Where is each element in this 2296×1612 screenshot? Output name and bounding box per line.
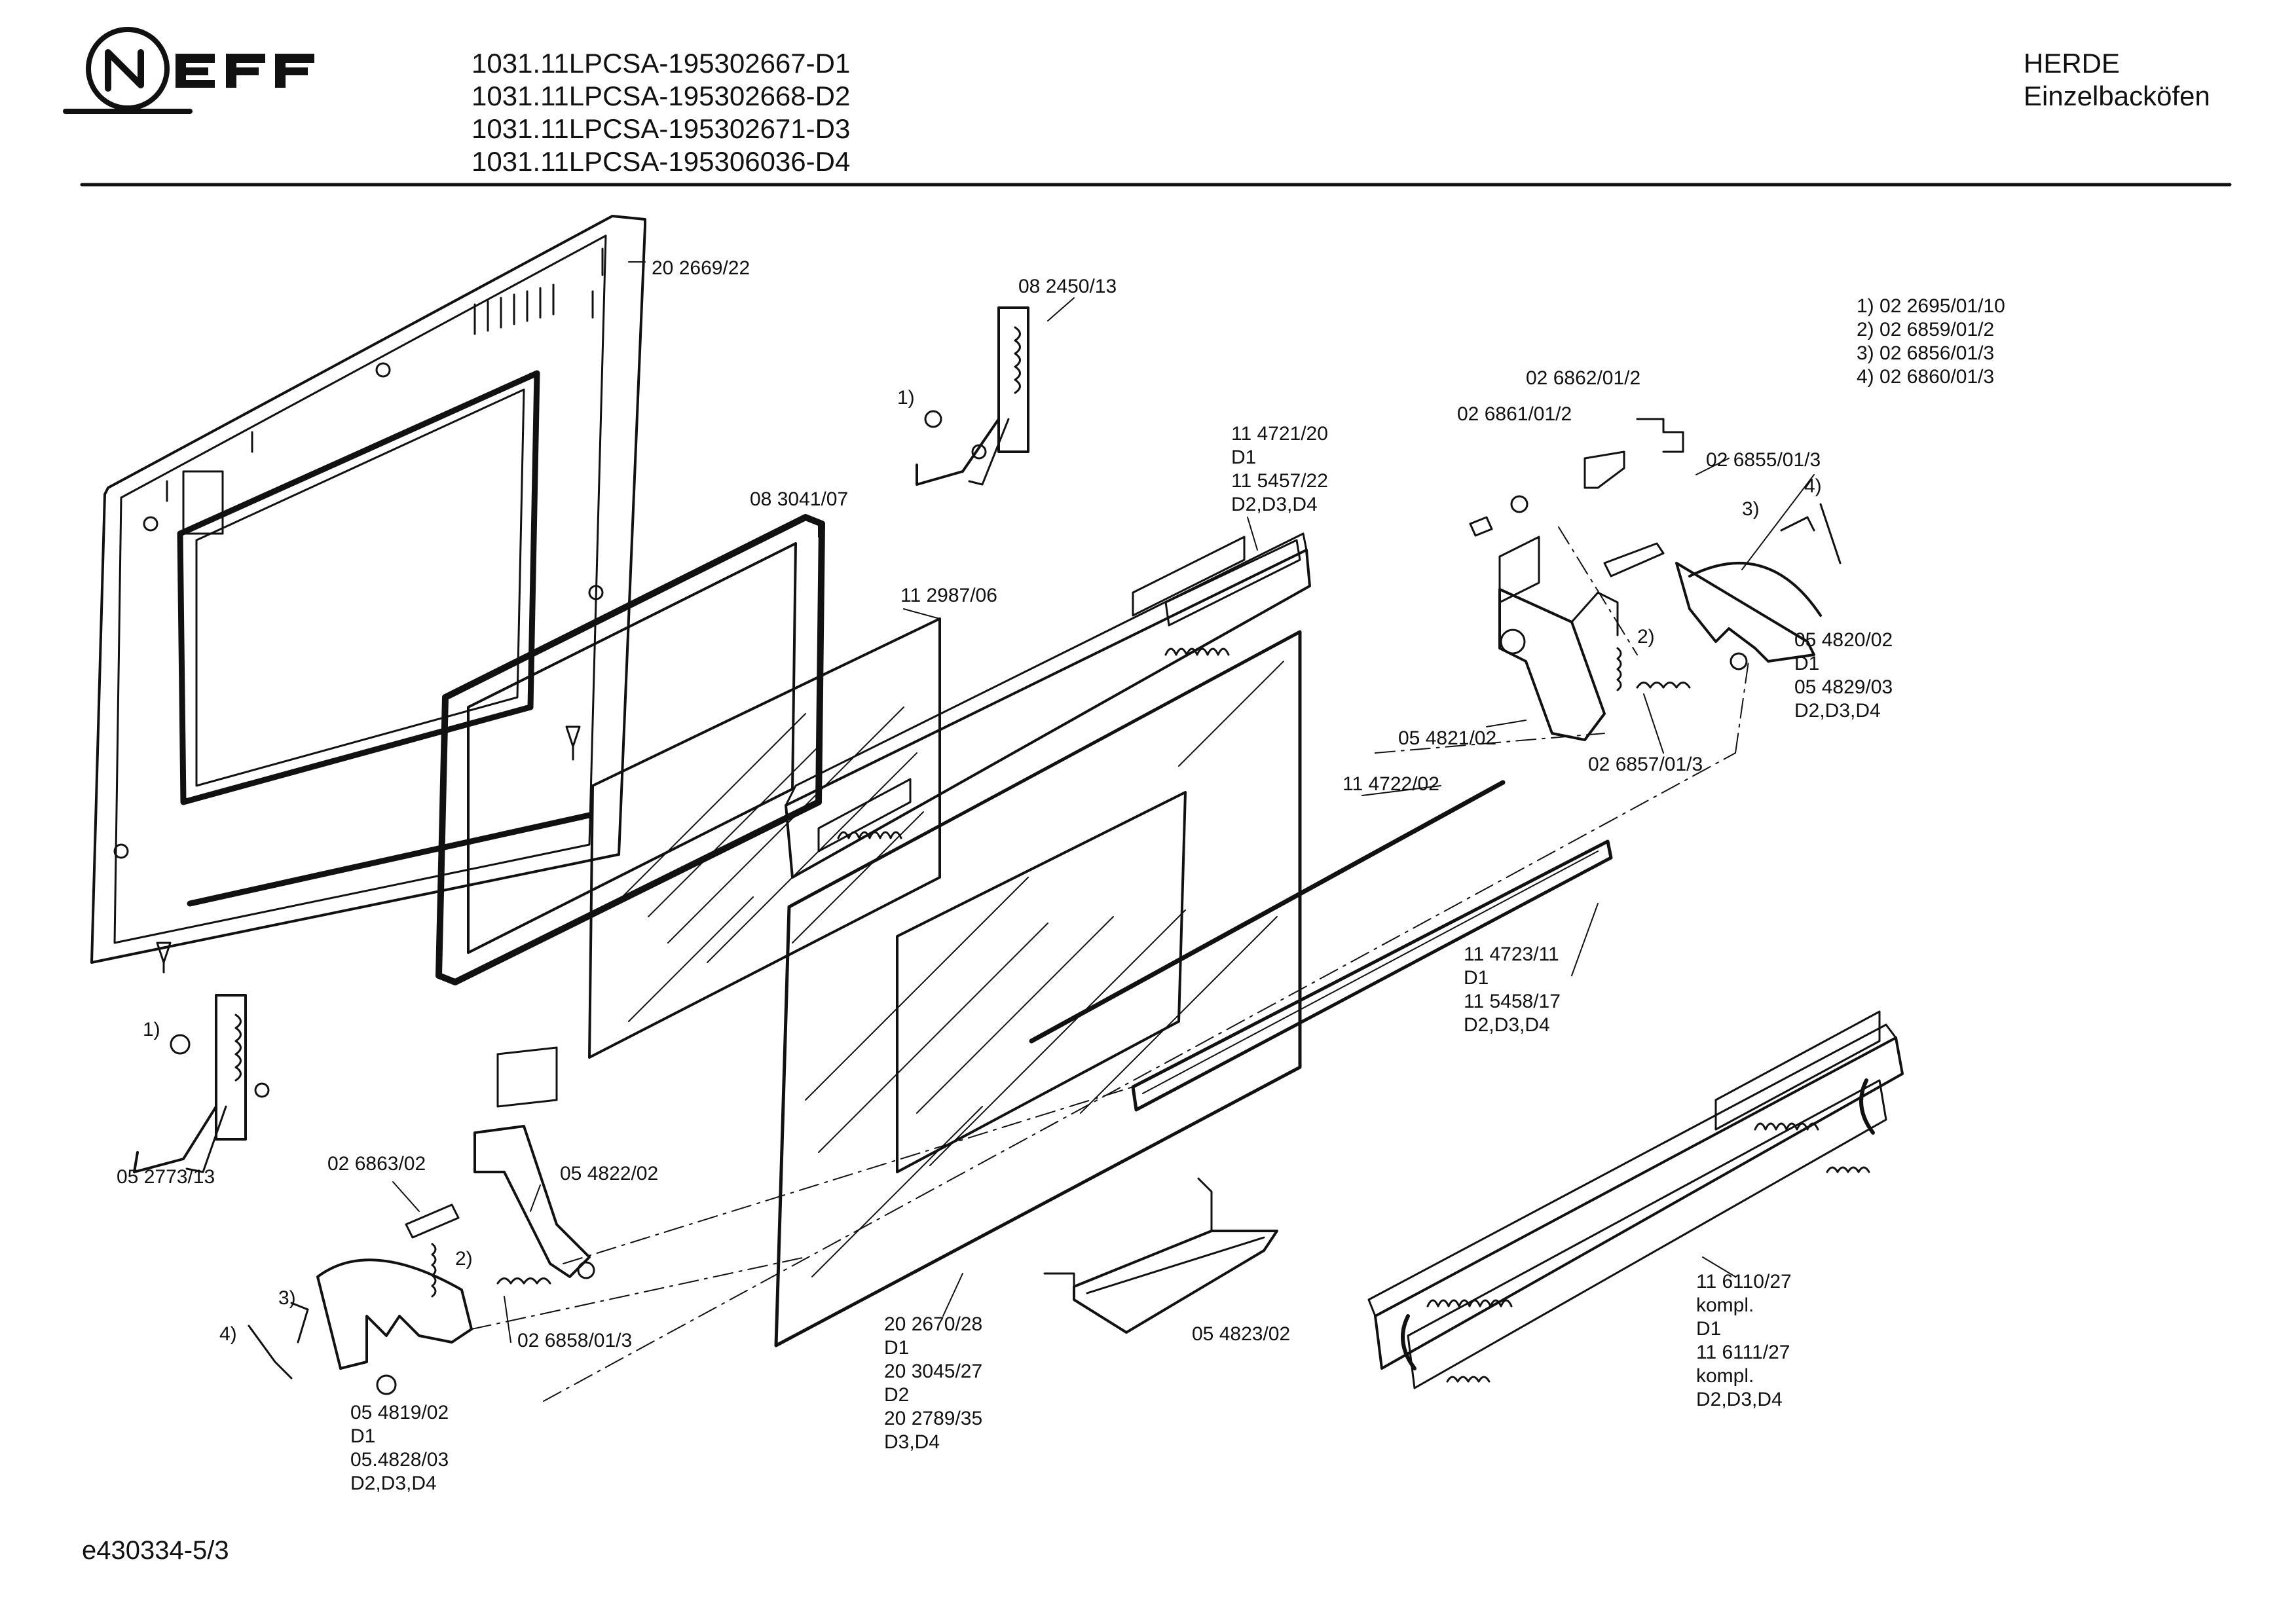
callout-back-panel: 20 2669/22: [652, 257, 750, 279]
callout-line: 11 6111/27: [1696, 1342, 1790, 1363]
footnote: 1) 02 2695/01/10: [1857, 295, 2005, 317]
footnote: 3) 02 6856/01/3: [1857, 342, 1995, 364]
callout-hinge-cam-left: 05 4819/02 D1 05.4828/03 D2,D3,D4: [350, 1401, 449, 1495]
callout-line: 05.4828/03: [350, 1449, 449, 1471]
callout-line: D1: [1794, 653, 1820, 674]
model-line: 1031.11LPCSA-195306036-D4: [472, 146, 851, 177]
callout-pin-top: 02 6861/01/2: [1457, 403, 1572, 425]
callout-ref-4-left: 4): [219, 1323, 237, 1345]
bottom-trim: [1367, 1010, 1904, 1389]
callout-line: D3,D4: [884, 1431, 940, 1453]
callout-line: D1: [350, 1425, 376, 1447]
model-line: 1031.11LPCSA-195302671-D3: [472, 113, 851, 144]
callout-spring-left: 02 6858/01/3: [517, 1330, 633, 1351]
callout-ref-3-left: 3): [278, 1287, 296, 1309]
callout-bracket: 05 4823/02: [1192, 1323, 1291, 1345]
model-line: 1031.11LPCSA-195302667-D1: [472, 48, 851, 79]
callout-ref-3-right: 3): [1742, 498, 1760, 520]
callout-line: D1: [1696, 1318, 1722, 1340]
rod: [1029, 780, 1506, 1044]
callout-spring-pin-right: 02 6855/01/3: [1706, 449, 1821, 471]
callout-line: 05 4819/02: [350, 1402, 449, 1423]
callout-hinge-plate-right: 05 4821/02: [1398, 727, 1497, 749]
callout-bolt-top: 02 6862/01/2: [1526, 367, 1641, 389]
hinge-assembly-left: [248, 1046, 595, 1395]
callout-line: 20 3045/27: [884, 1361, 983, 1382]
callout-line: D1: [884, 1337, 910, 1359]
leader-lines: [392, 261, 1815, 1343]
callout-line: kompl.: [1696, 1365, 1754, 1387]
callout-pin-left: 02 6863/02: [327, 1153, 426, 1175]
callout-spring-right: 02 6857/01/3: [1588, 754, 1703, 775]
bracket: [1043, 1177, 1278, 1334]
callout-top-trim: 11 4721/20 D1 11 5457/22 D2,D3,D4: [1231, 422, 1328, 517]
drawing-code: e430334-5/3: [82, 1536, 229, 1565]
callout-line: 05 4820/02: [1794, 629, 1893, 651]
top-trim: [785, 532, 1311, 879]
callout-ref-2-right: 2): [1637, 626, 1655, 648]
callout-ref-2-left: 2): [455, 1248, 473, 1270]
callout-hinge-top: 08 2450/13: [1018, 276, 1117, 297]
inner-glass: [588, 617, 941, 1059]
callout-ref-1-top: 1): [897, 387, 915, 409]
callout-line: 20 2670/28: [884, 1313, 983, 1335]
callout-line: D2,D3,D4: [350, 1473, 437, 1494]
footnote: 2) 02 6859/01/2: [1857, 319, 1995, 340]
handle: [1131, 839, 1613, 1112]
model-list: 1031.11LPCSA-195302667-D1 1031.11LPCSA-1…: [472, 47, 850, 178]
callout-rod: 11 4722/02: [1342, 773, 1439, 795]
callout-hinge-left: 05 2773/13: [117, 1166, 215, 1188]
category-title: HERDE: [2024, 48, 2120, 79]
callout-hinge-plate-left: 05 4822/02: [560, 1163, 659, 1184]
callout-line: D2: [884, 1384, 910, 1406]
back-panel: [90, 215, 646, 964]
outer-glass: [774, 630, 1302, 1347]
callout-line: D2,D3,D4: [1231, 494, 1318, 515]
callout-line: 20 2789/35: [884, 1408, 983, 1429]
callout-handle: 11 4723/11 D1 11 5458/17 D2,D3,D4: [1464, 943, 1561, 1037]
callout-seal-frame: 08 3041/07: [750, 488, 849, 510]
hinge-top: [916, 306, 1029, 486]
category-block: HERDE Einzelbacköfen: [2024, 47, 2210, 113]
hinge-left: [133, 994, 270, 1173]
callout-line: 11 5457/22: [1231, 470, 1328, 492]
neff-logo-letters: [176, 54, 314, 88]
callout-line: D2,D3,D4: [1794, 700, 1881, 722]
callout-line: kompl.: [1696, 1294, 1754, 1316]
assembly-guide-lines: [471, 526, 1749, 1402]
callout-line: 11 4723/11: [1464, 943, 1559, 965]
callout-line: D1: [1464, 967, 1489, 989]
callout-line: 11 5458/17: [1464, 991, 1561, 1012]
callout-bottom-trim: 11 6110/27 kompl. D1 11 6111/27 kompl. D…: [1696, 1270, 1792, 1412]
footnote: 4) 02 6860/01/3: [1857, 366, 1995, 388]
callout-outer-glass: 20 2670/28 D1 20 3045/27 D2 20 2789/35 D…: [884, 1313, 982, 1454]
screw-small: [156, 725, 581, 974]
callout-line: 11 6110/27: [1696, 1271, 1792, 1292]
category-subtitle: Einzelbacköfen: [2024, 81, 2210, 111]
callout-ref-1-left: 1): [143, 1019, 160, 1040]
callout-line: 11 4721/20: [1231, 423, 1328, 445]
callout-line: D2,D3,D4: [1464, 1014, 1550, 1036]
seal-frame: [435, 514, 825, 985]
footnote-list: 1) 02 2695/01/10 2) 02 6859/01/2 3) 02 6…: [1857, 295, 2005, 389]
model-line: 1031.11LPCSA-195302668-D2: [472, 81, 851, 111]
callout-line: D2,D3,D4: [1696, 1389, 1783, 1410]
callout-ref-4-right: 4): [1804, 475, 1822, 497]
callout-inner-glass: 11 2987/06: [900, 585, 997, 606]
neff-logo: [63, 27, 193, 114]
callout-line: D1: [1231, 447, 1257, 468]
callout-line: 05 4829/03: [1794, 676, 1893, 698]
callout-hinge-cam-right: 05 4820/02 D1 05 4829/03 D2,D3,D4: [1794, 629, 1893, 723]
